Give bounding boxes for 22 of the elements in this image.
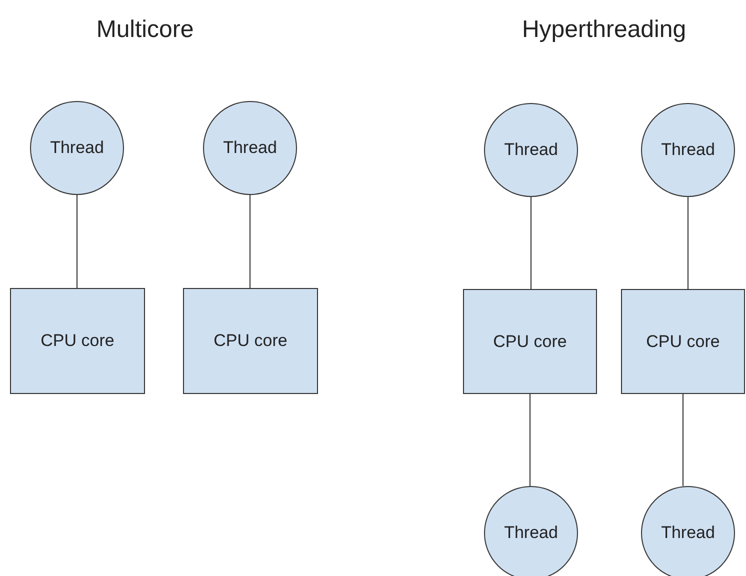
cpu-core-box [621,289,745,394]
node-label: Thread [504,523,558,543]
connector-line [529,394,531,486]
node-label: CPU core [40,331,114,351]
cpu-core-box [10,288,145,394]
node-label: Thread [50,138,104,158]
connector-line [249,195,251,288]
node-label: Thread [661,140,715,160]
node-label: CPU core [646,332,720,352]
connector-line [682,394,684,486]
connector-line [687,197,689,289]
section-heading: Multicore [96,16,194,44]
node-label: CPU core [214,331,288,351]
connector-line [76,195,78,288]
section-heading: Hyperthreading [522,16,686,44]
node-label: Thread [223,138,277,158]
cpu-core-box [463,289,597,394]
cpu-core-box [183,288,318,394]
node-label: Thread [661,523,715,543]
node-label: CPU core [493,332,567,352]
node-label: Thread [504,140,558,160]
connector-line [530,197,532,289]
